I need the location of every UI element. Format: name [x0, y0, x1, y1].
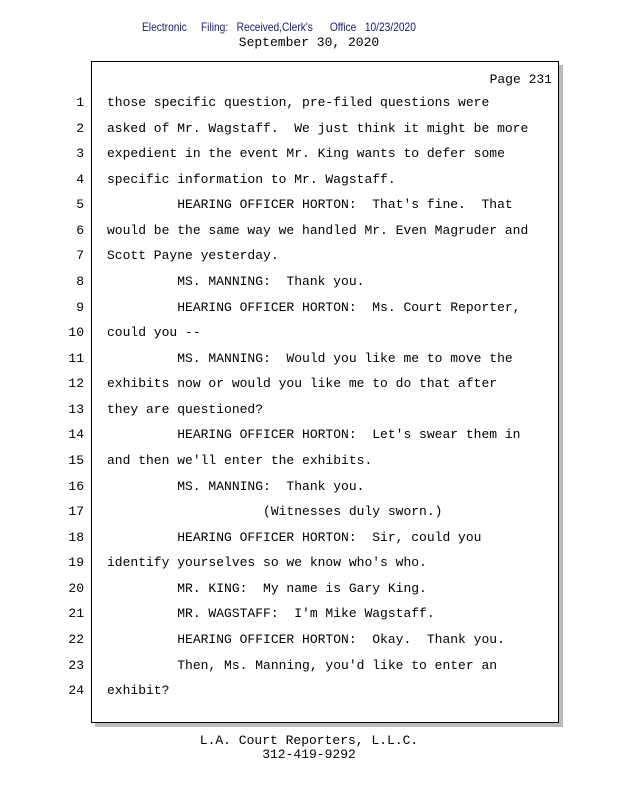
transcript-line: MS. MANNING: Thank you. — [107, 273, 365, 289]
line-number: 2 — [76, 120, 84, 136]
line-number: 19 — [68, 555, 84, 571]
transcript-page: Page 231 — [91, 61, 559, 723]
line-number: 8 — [76, 273, 84, 289]
transcript-line: those specific question, pre-filed quest… — [107, 95, 490, 110]
line-number: 23 — [68, 657, 84, 673]
transcript-line: HEARING OFFICER HORTON: That's fine. Tha… — [107, 197, 513, 213]
line-number: 13 — [68, 401, 84, 417]
line-number: 21 — [68, 606, 84, 622]
transcript-line: MR. KING: My name is Gary King. — [107, 580, 427, 596]
transcript-line: HEARING OFFICER HORTON: Okay. Thank you. — [107, 631, 505, 647]
transcript-line: they are questioned? — [107, 401, 264, 417]
footer-company: L.A. Court Reporters, L.L.C. — [199, 733, 419, 748]
line-number: 18 — [68, 529, 84, 545]
electronic-filing-stamp: Electronic Filing: Received,Clerk's Offi… — [142, 20, 416, 34]
transcript-line: would be the same way we handled Mr. Eve… — [107, 222, 529, 238]
line-number: 20 — [68, 580, 84, 596]
transcript-line: specific information to Mr. Wagstaff. — [107, 171, 396, 187]
transcript-line: MS. MANNING: Would you like me to move t… — [107, 350, 513, 366]
transcript-line: asked of Mr. Wagstaff. We just think it … — [107, 120, 529, 136]
line-number: 22 — [68, 631, 84, 647]
transcript-line: HEARING OFFICER HORTON: Ms. Court Report… — [107, 299, 521, 315]
line-number: 10 — [68, 325, 84, 341]
line-number: 4 — [76, 171, 84, 187]
line-number: 7 — [76, 248, 84, 264]
transcript-line: MR. WAGSTAFF: I'm Mike Wagstaff. — [107, 606, 435, 622]
transcript-date: September 30, 2020 — [238, 35, 380, 50]
line-number: 24 — [68, 683, 84, 699]
line-number: 1 — [76, 95, 84, 110]
line-number: 14 — [68, 427, 84, 443]
transcript-line: HEARING OFFICER HORTON: Let's swear them… — [107, 427, 521, 443]
line-number: 5 — [76, 197, 84, 213]
transcript-line: HEARING OFFICER HORTON: Sir, could you — [107, 529, 482, 545]
transcript-line: exhibit? — [107, 683, 170, 699]
line-number: 16 — [68, 478, 84, 494]
transcript-line: (Witnesses duly sworn.) — [107, 504, 443, 520]
transcript-line: MS. MANNING: Thank you. — [107, 478, 365, 494]
line-number: 6 — [76, 222, 84, 238]
footer-phone: 312-419-9292 — [262, 747, 356, 762]
transcript-line: Scott Payne yesterday. — [107, 248, 279, 264]
transcript-line: exhibits now or would you like me to do … — [107, 376, 498, 392]
line-number: 9 — [76, 299, 84, 315]
line-number: 17 — [68, 504, 84, 520]
line-number: 11 — [68, 350, 84, 366]
transcript-line: and then we'll enter the exhibits. — [107, 452, 373, 468]
line-number: 15 — [68, 452, 84, 468]
line-number: 12 — [68, 376, 84, 392]
page-number: Page 231 — [489, 72, 552, 87]
transcript-line: identify yourselves so we know who's who… — [107, 555, 427, 571]
transcript-line: could you -- — [107, 325, 201, 341]
transcript-line: Then, Ms. Manning, you'd like to enter a… — [107, 657, 498, 673]
line-number: 3 — [76, 146, 84, 162]
transcript-line: expedient in the event Mr. King wants to… — [107, 146, 505, 162]
